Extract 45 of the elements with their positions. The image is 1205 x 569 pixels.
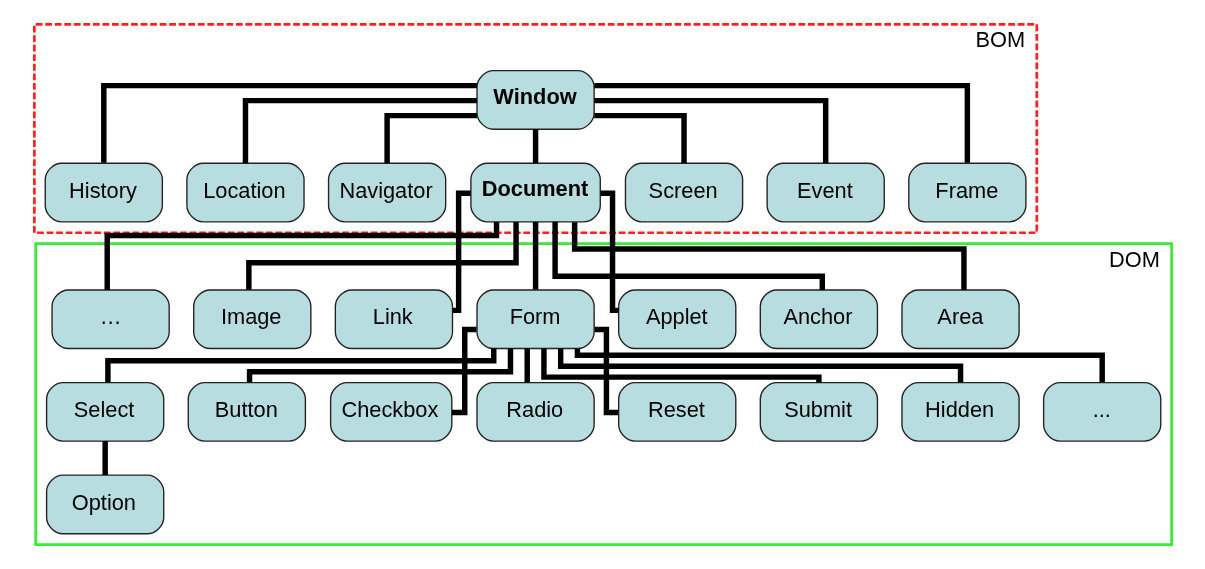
node-box: Location bbox=[185, 162, 305, 223]
connector bbox=[593, 97, 828, 163]
connector bbox=[100, 82, 477, 163]
node-box: Link bbox=[334, 289, 453, 350]
node-box: Image bbox=[192, 289, 311, 350]
connector bbox=[532, 129, 538, 164]
node-box: Event bbox=[765, 162, 885, 223]
node-box: Hidden bbox=[900, 381, 1020, 442]
connector bbox=[104, 348, 496, 383]
connector bbox=[540, 348, 822, 383]
connector bbox=[524, 348, 530, 383]
node-box: Submit bbox=[759, 381, 878, 442]
node-box: Area bbox=[900, 289, 1020, 350]
node-box: Select bbox=[45, 381, 164, 442]
connector bbox=[594, 326, 618, 416]
connector bbox=[571, 222, 967, 290]
node-box: Screen bbox=[624, 162, 743, 223]
node-box: Button bbox=[187, 381, 306, 442]
connector bbox=[104, 221, 499, 290]
node-box: ... bbox=[1042, 381, 1161, 442]
node-box: Frame bbox=[907, 162, 1027, 223]
connector bbox=[600, 190, 618, 314]
node-box: Form bbox=[475, 289, 595, 350]
connector bbox=[593, 112, 687, 164]
connector bbox=[242, 97, 477, 163]
connector bbox=[452, 190, 471, 314]
node-box: Option bbox=[45, 474, 164, 535]
connector bbox=[593, 82, 970, 163]
node-box: Window bbox=[475, 69, 595, 130]
node-box: Applet bbox=[617, 289, 736, 350]
node-box: … bbox=[50, 289, 170, 350]
node-box: Anchor bbox=[759, 289, 878, 350]
node-box: History bbox=[44, 162, 163, 223]
connector bbox=[101, 441, 108, 476]
connector bbox=[557, 348, 963, 383]
node-box: Navigator bbox=[327, 162, 446, 223]
node-box: Document bbox=[469, 162, 601, 223]
connector bbox=[532, 221, 538, 290]
connector bbox=[383, 112, 477, 164]
node-box: Reset bbox=[617, 381, 736, 442]
connector bbox=[551, 221, 825, 290]
connector bbox=[451, 326, 476, 416]
connector bbox=[246, 348, 513, 383]
node-box: Radio bbox=[475, 381, 595, 442]
node-box: Checkbox bbox=[329, 381, 452, 442]
